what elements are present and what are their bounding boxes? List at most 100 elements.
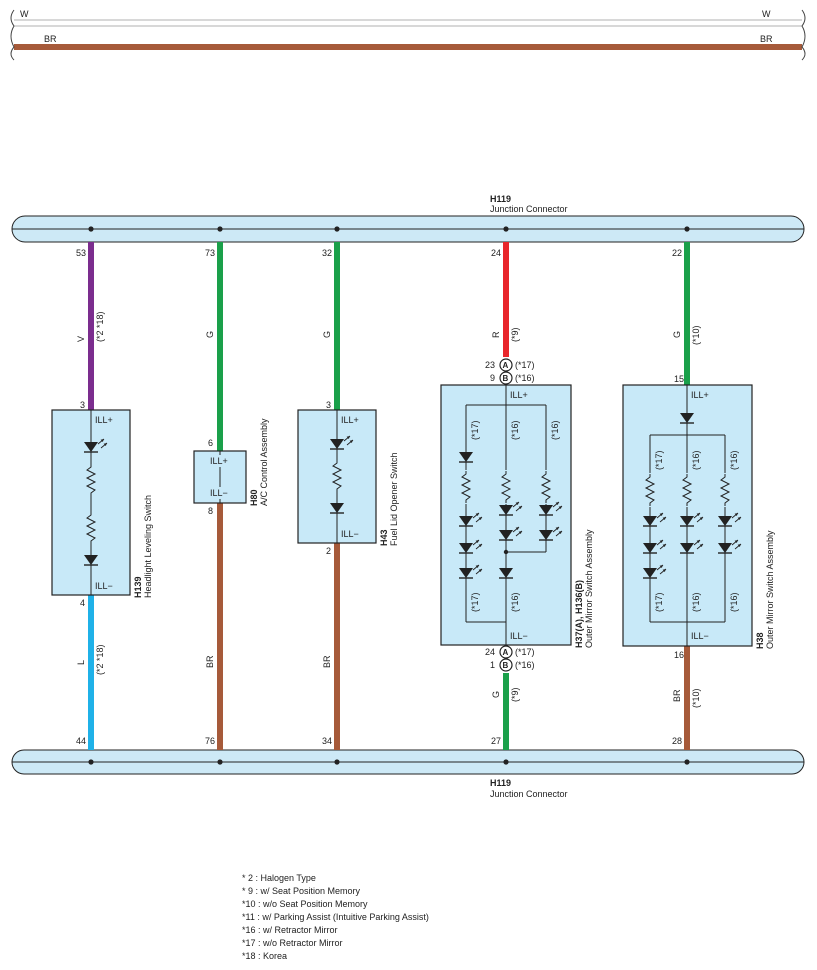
wire-label-br-col2: BR xyxy=(205,655,215,668)
bus-splice-dots xyxy=(88,226,690,765)
pin-top-col2: 73 xyxy=(205,248,215,258)
footnote: * 2 : Halogen Type xyxy=(242,873,316,883)
component-outer-mirror-switch-a: A B 23 9 (*17) (*16) ILL+ ILL− xyxy=(440,358,594,672)
component-headlight-leveling-switch: 3 4 ILL+ ILL− H139 Headlight Leveling Sw… xyxy=(51,400,153,608)
footnote: *10 : w/o Seat Position Memory xyxy=(242,899,368,909)
mirror-a-branch2-top-note: (*16) xyxy=(510,420,520,440)
ac-ill-minus: ILL− xyxy=(210,488,228,498)
wire-br-label-right: BR xyxy=(760,34,773,44)
wire-note-g-col4: (*9) xyxy=(510,687,520,702)
headlight-ill-plus: ILL+ xyxy=(95,415,113,425)
mirror-a-ill-plus: ILL+ xyxy=(510,390,528,400)
ac-code: H80 xyxy=(249,489,259,506)
pin-in-ac: 6 xyxy=(208,438,213,448)
mirror-b-branch1-top-note: (*17) xyxy=(654,450,664,470)
wire-w-label-right: W xyxy=(762,9,771,19)
wire-color-labels: V (*2 *18) L (*2 *18) G BR G BR R (*9) G… xyxy=(76,311,701,708)
component-fuel-lid-opener-switch: 3 2 ILL+ ILL− H43 Fuel Lid Opener Switch xyxy=(297,400,399,556)
wires xyxy=(88,242,690,750)
top-wire-section: W W BR BR xyxy=(10,9,806,61)
footnote: *18 : Korea xyxy=(242,951,288,961)
footnote: *17 : w/o Retractor Mirror xyxy=(242,938,343,948)
wire-label-r-col4: R xyxy=(491,331,501,338)
pin-out-a-mirror-a: 24 xyxy=(485,647,495,657)
mirror-a-ill-minus: ILL− xyxy=(510,631,528,641)
footnotes: * 2 : Halogen Type * 9 : w/ Seat Positio… xyxy=(242,872,429,963)
mirror-b-branch2-bottom-note: (*16) xyxy=(691,592,701,612)
pin-in-headlight: 3 xyxy=(80,400,85,410)
pin-in-mirror-b: 15 xyxy=(674,374,684,384)
mirror-b-ill-plus: ILL+ xyxy=(691,390,709,400)
note-out-a-mirror-a: (*17) xyxy=(515,647,535,657)
wire-label-br-col3: BR xyxy=(322,655,332,668)
top-bus-name: Junction Connector xyxy=(490,204,568,214)
mirror-b-name: Outer Mirror Switch Assembly xyxy=(765,530,775,649)
pin-out-headlight: 4 xyxy=(80,598,85,608)
mirror-a-name: Outer Mirror Switch Assembly xyxy=(584,529,594,648)
wire-label-br-col5: BR xyxy=(672,689,682,702)
mirror-b-branch2-top-note: (*16) xyxy=(691,450,701,470)
badge-a-out: A xyxy=(503,648,509,657)
wire-label-g-col3: G xyxy=(322,331,332,338)
junction-bus-top: H119 Junction Connector xyxy=(11,194,805,243)
pin-out-ac: 8 xyxy=(208,506,213,516)
footnote: * 9 : w/ Seat Position Memory xyxy=(242,886,361,896)
pin-top-col3: 32 xyxy=(322,248,332,258)
pin-top-col4: 24 xyxy=(491,248,501,258)
ac-ill-plus: ILL+ xyxy=(210,456,228,466)
mirror-b-branch3-bottom-note: (*16) xyxy=(729,592,739,612)
mirror-a-branch3-top-note: (*16) xyxy=(550,420,560,440)
component-ac-control-assembly: 6 8 ILL+ ILL− H80 A/C Control Assembly xyxy=(193,418,269,516)
pin-in-b-mirror-a: 9 xyxy=(490,373,495,383)
pin-in-fuel: 3 xyxy=(326,400,331,410)
top-bus-code: H119 xyxy=(490,194,511,204)
mirror-b-branch1-bottom-note: (*17) xyxy=(654,592,664,612)
wire-label-g-col4: G xyxy=(491,691,501,698)
mirror-a-branch1-top-note: (*17) xyxy=(470,420,480,440)
mirror-b-ill-minus: ILL− xyxy=(691,631,709,641)
bottom-bus-name: Junction Connector xyxy=(490,789,568,799)
pin-bottom-col3: 34 xyxy=(322,736,332,746)
bus-pin-labels: 53 73 32 24 22 44 76 34 27 28 xyxy=(76,248,682,746)
pin-top-col1: 53 xyxy=(76,248,86,258)
fuel-ill-plus: ILL+ xyxy=(341,415,359,425)
note-out-b-mirror-a: (*16) xyxy=(515,660,535,670)
wire-label-g-col5: G xyxy=(672,331,682,338)
wire-label-l: L xyxy=(76,660,86,665)
junction-bus-bottom: H119 Junction Connector xyxy=(11,749,805,799)
ac-name: A/C Control Assembly xyxy=(259,418,269,506)
wire-label-g-col2: G xyxy=(205,331,215,338)
pin-top-col5: 22 xyxy=(672,248,682,258)
footnote: *16 : w/ Retractor Mirror xyxy=(242,925,338,935)
pin-bottom-col5: 28 xyxy=(672,736,682,746)
wire-label-v: V xyxy=(76,336,86,342)
pin-bottom-col2: 76 xyxy=(205,736,215,746)
pin-bottom-col1: 44 xyxy=(76,736,86,746)
wire-note-l: (*2 *18) xyxy=(95,644,105,675)
pin-out-b-mirror-a: 1 xyxy=(490,660,495,670)
note-in-a-mirror-a: (*17) xyxy=(515,360,535,370)
bottom-bus-code: H119 xyxy=(490,778,511,788)
mirror-b-code: H38 xyxy=(755,632,765,649)
footnote: *11 : w/ Parking Assist (Intuitive Parki… xyxy=(242,912,429,922)
mirror-a-code: H37(A), H136(B) xyxy=(574,580,584,648)
badge-a-in: A xyxy=(503,361,509,370)
fuel-ill-minus: ILL− xyxy=(341,529,359,539)
note-in-b-mirror-a: (*16) xyxy=(515,373,535,383)
fuel-name: Fuel Lid Opener Switch xyxy=(389,452,399,546)
headlight-code: H139 xyxy=(133,576,143,598)
pin-out-fuel: 2 xyxy=(326,546,331,556)
pin-out-mirror-b: 16 xyxy=(674,650,684,660)
wire-br-label-left: BR xyxy=(44,34,57,44)
mirror-a-branch1-bottom-note: (*17) xyxy=(470,592,480,612)
wire-note-v: (*2 *18) xyxy=(95,311,105,342)
badge-b-out: B xyxy=(503,661,509,670)
wire-note-br-col5: (*10) xyxy=(691,688,701,708)
wire-note-g-col5: (*10) xyxy=(691,325,701,345)
pin-in-a-mirror-a: 23 xyxy=(485,360,495,370)
fuel-code: H43 xyxy=(379,529,389,546)
wire-note-r-col4: (*9) xyxy=(510,327,520,342)
wire-w-label-left: W xyxy=(20,9,29,19)
mirror-a-branch2-bottom-note: (*16) xyxy=(510,592,520,612)
